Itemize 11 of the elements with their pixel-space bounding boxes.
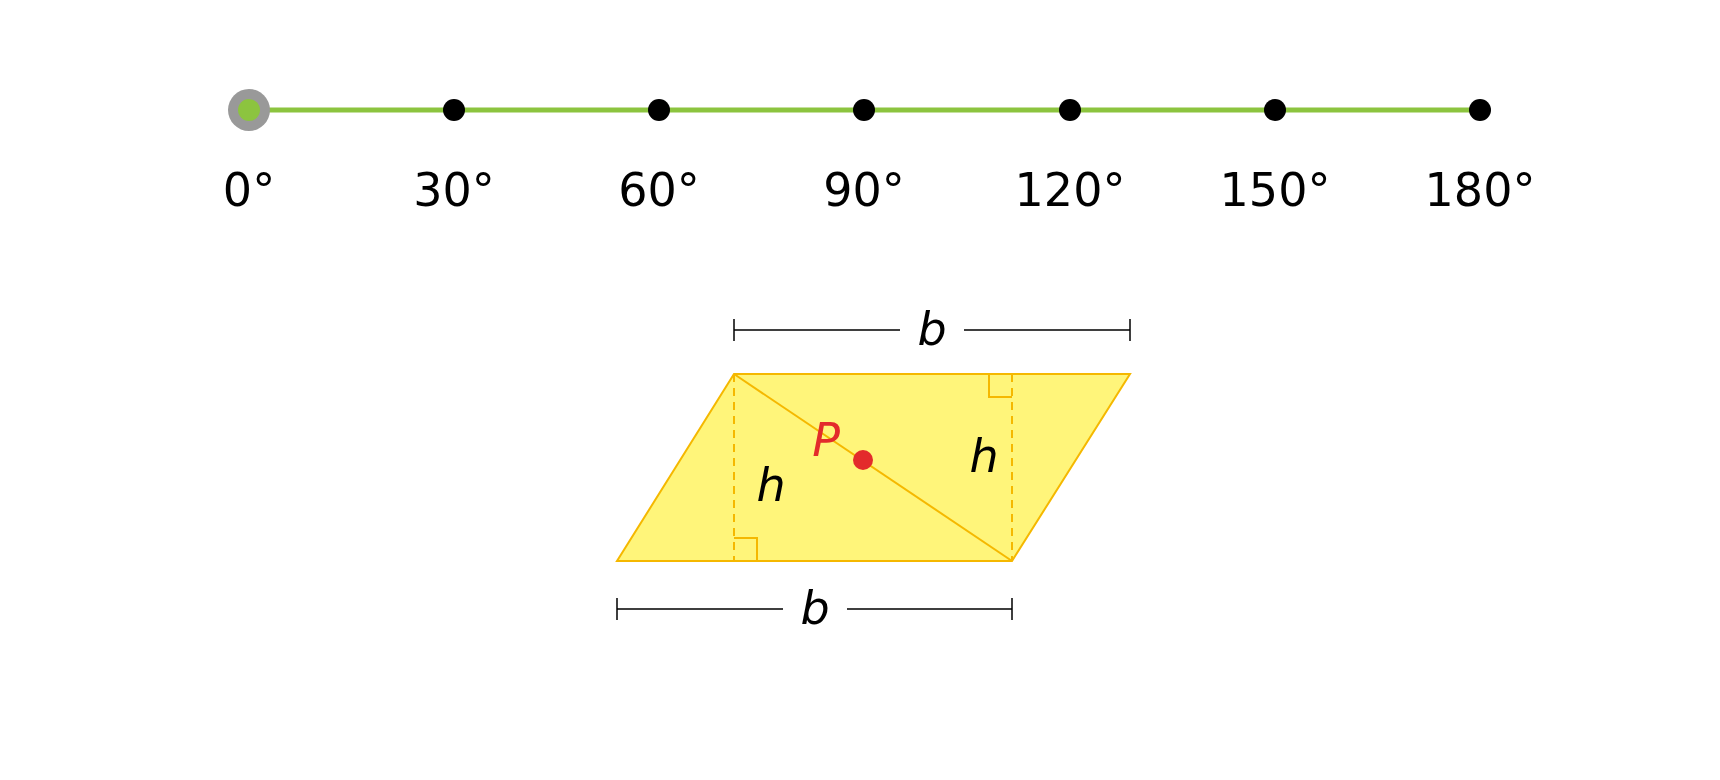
tick-label: 120° xyxy=(1014,167,1126,213)
tick-label: 60° xyxy=(618,167,700,213)
dimension-label: b xyxy=(800,585,830,631)
tick-label: 0° xyxy=(222,167,276,213)
height-label: h xyxy=(756,462,786,508)
tick-label: 90° xyxy=(823,167,905,213)
tick-label: 30° xyxy=(413,167,495,213)
tick-label: 180° xyxy=(1424,167,1536,213)
height-label: h xyxy=(969,433,999,479)
tick-label: 150° xyxy=(1219,167,1331,213)
dimension-label: b xyxy=(917,306,947,352)
